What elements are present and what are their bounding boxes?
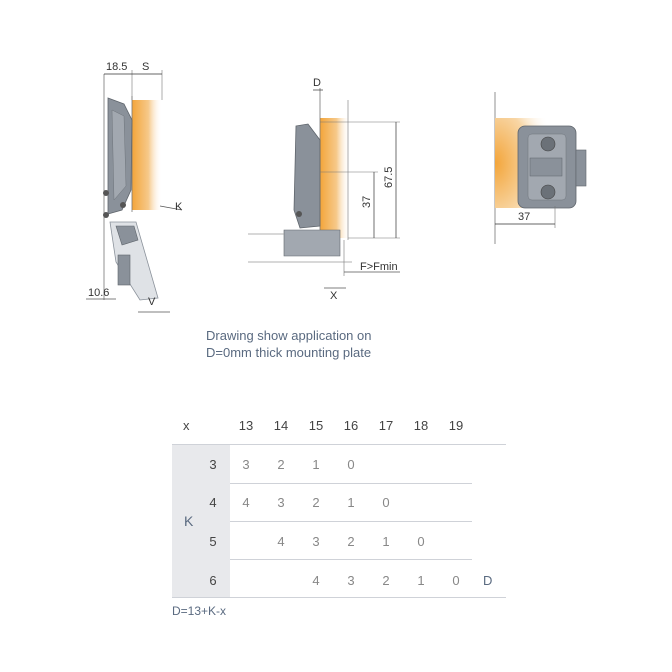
table-cell: 2	[382, 573, 390, 588]
dim-67-5: 67.5	[383, 167, 395, 188]
k-value: 4	[209, 495, 217, 510]
caption-line-1: Drawing show application on	[206, 328, 372, 343]
table-cell: 3	[312, 534, 320, 549]
dim-10-6: 10.6	[88, 287, 109, 299]
right-view: 37	[494, 92, 587, 244]
hinge-technical-drawing: 18.5 S K 10.6 V D 67.5 37	[86, 61, 587, 313]
screw-icon	[540, 136, 556, 152]
table-cell: 2	[312, 495, 320, 510]
table-cell: 0	[347, 457, 355, 472]
k-value: 6	[209, 573, 217, 588]
door-panel	[320, 118, 350, 238]
k-axis-label: K	[184, 513, 194, 529]
dim-x: X	[330, 290, 338, 302]
door-panel	[132, 100, 162, 210]
left-view: 18.5 S K 10.6 V	[86, 61, 183, 313]
table-cell: 1	[417, 573, 425, 588]
dim-37-right: 37	[518, 211, 530, 223]
table-cell: 1	[312, 457, 320, 472]
table-cell: 4	[312, 573, 320, 588]
table-cell: 1	[382, 534, 390, 549]
row-rule	[230, 521, 472, 522]
drawing-caption: Drawing show application on D=0mm thick …	[206, 327, 371, 361]
column-header: 17	[378, 418, 394, 433]
column-header: 18	[413, 418, 429, 433]
header-rule	[172, 444, 506, 445]
table-cell: 3	[277, 495, 285, 510]
dim-37: 37	[361, 196, 373, 208]
row-rule	[230, 559, 472, 560]
row-rule	[230, 483, 472, 484]
k-value: 5	[209, 534, 217, 549]
mounting-plate	[283, 229, 341, 257]
column-header: 14	[273, 418, 289, 433]
dim-k: K	[175, 201, 183, 213]
column-header: 16	[343, 418, 359, 433]
formula: D=13+K-x	[172, 604, 227, 618]
table-cell: 4	[277, 534, 285, 549]
table-cell: 3	[242, 457, 250, 472]
table-cell: 4	[242, 495, 250, 510]
footer-rule	[172, 597, 506, 598]
k-value: 3	[209, 457, 217, 472]
dim-d: D	[313, 77, 321, 89]
column-header: 19	[448, 418, 464, 433]
hinge-arm	[293, 123, 321, 229]
x-axis-label: x	[183, 418, 190, 433]
dim-v: V	[148, 296, 156, 308]
table-cell: 0	[417, 534, 425, 549]
column-header: 13	[238, 418, 254, 433]
table-cell: 1	[347, 495, 355, 510]
table-cell: 2	[347, 534, 355, 549]
d-axis-label: D	[483, 573, 493, 588]
screw-icon	[540, 184, 556, 200]
dim-f-fmin: F>Fmin	[360, 261, 398, 273]
caption-line-2: D=0mm thick mounting plate	[206, 345, 372, 360]
table-cell: 3	[347, 573, 355, 588]
column-header: 15	[308, 418, 324, 433]
dim-18-5: 18.5	[106, 61, 127, 73]
table-cell: 0	[452, 573, 460, 588]
table-cell: 0	[382, 495, 390, 510]
k-column-band	[172, 444, 230, 597]
dim-s: S	[142, 61, 149, 73]
middle-view: D 67.5 37 F>Fmin X	[248, 77, 400, 302]
table-cell: 2	[277, 457, 285, 472]
